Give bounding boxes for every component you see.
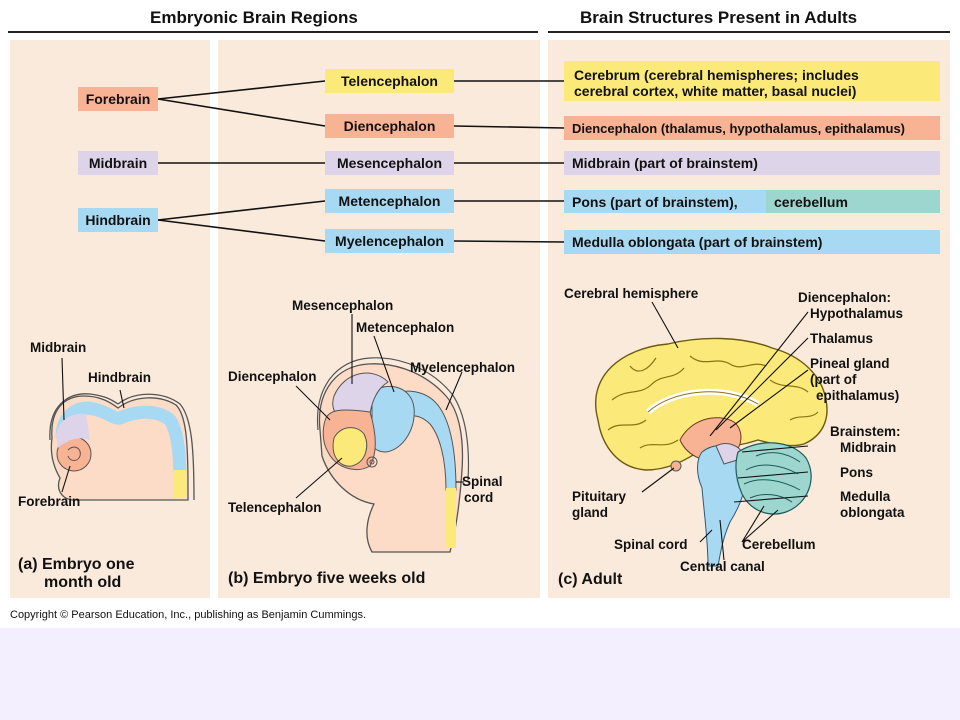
adult-cerebellum-label: Cerebellum: [742, 537, 816, 552]
thalamus-label: Thalamus: [810, 331, 874, 346]
caption-a-line2: month old: [44, 574, 122, 591]
telencephalon-box: Telencephalon: [325, 69, 454, 93]
embryo-a-forebrain-label: Forebrain: [18, 494, 81, 509]
brainstem-line1: Brainstem:: [830, 424, 901, 439]
medulla-box: Medulla oblongata (part of brainstem): [564, 230, 940, 254]
embryo-b-spinal-line2: cord: [464, 490, 494, 505]
pineal-line2: (part of: [810, 372, 857, 387]
caption-a: (a) Embryo one month old: [18, 556, 134, 592]
header-embryonic: Embryonic Brain Regions: [150, 8, 358, 27]
cerebrum-line2: cerebral cortex, white matter, basal nuc…: [574, 83, 857, 99]
caption-b: (b) Embryo five weeks old: [228, 570, 426, 587]
embryo-b-telencephalon-label: Telencephalon: [228, 500, 322, 515]
pituitary-line2: gland: [572, 505, 608, 520]
pituitary-gland-label: Pituitary gland: [572, 489, 626, 521]
copyright-notice: Copyright © Pearson Education, Inc., pub…: [10, 609, 367, 621]
midbrain-box: Midbrain: [78, 151, 158, 175]
adult-diencephalon-line1: Diencephalon:: [798, 290, 892, 305]
medulla-line1: Medulla: [840, 489, 891, 504]
diencephalon-box: Diencephalon: [325, 114, 454, 138]
embryo-b-myelencephalon-label: Myelencephalon: [410, 360, 516, 375]
pituitary-line1: Pituitary: [572, 489, 627, 504]
embryo-b-metencephalon-label: Metencephalon: [356, 320, 455, 335]
caption-c: (c) Adult: [558, 571, 623, 588]
pons-box: Pons (part of brainstem),: [564, 190, 766, 213]
cerebellum-box: cerebellum: [766, 190, 940, 213]
cerebrum-box: Cerebrum (cerebral hemispheres; includes…: [564, 61, 940, 101]
adult-diencephalon-label: Diencephalon: Hypothalamus: [798, 290, 903, 322]
header-rule-left: [8, 31, 538, 33]
medulla-line2: oblongata: [840, 505, 905, 520]
brainstem-line2: Midbrain: [840, 440, 897, 455]
metencephalon-box: Metencephalon: [325, 189, 454, 213]
adult-pons-label: Pons: [840, 465, 874, 480]
pineal-gland-label: Pineal gland (part of epithalamus): [810, 356, 899, 404]
adult-midbrain-box: Midbrain (part of brainstem): [564, 151, 940, 175]
bottom-band: [0, 628, 960, 720]
brainstem-label: Brainstem: Midbrain: [830, 424, 901, 456]
cerebrum-line1: Cerebrum (cerebral hemispheres; includes: [574, 67, 859, 83]
mesencephalon-box: Mesencephalon: [325, 151, 454, 175]
embryo-b-spinal-line1: Spinal: [462, 474, 503, 489]
header-adult: Brain Structures Present in Adults: [580, 8, 858, 27]
pineal-line3: epithalamus): [816, 388, 900, 403]
spinal-cord-label: Spinal cord: [614, 537, 688, 552]
adult-diencephalon-line2: Hypothalamus: [810, 306, 904, 321]
hindbrain-box: Hindbrain: [78, 208, 158, 232]
embryo-a-midbrain-label: Midbrain: [30, 340, 87, 355]
adult-medulla-label: Medulla oblongata: [840, 489, 905, 521]
embryo-a-hindbrain-label: Hindbrain: [88, 370, 151, 385]
header-rule-right: [548, 31, 950, 33]
panel-embryo-one-month: [10, 40, 210, 598]
embryo-b-mesencephalon-label: Mesencephalon: [292, 298, 394, 313]
embryo-b-diencephalon-label: Diencephalon: [228, 369, 317, 384]
embryo-b-spinal-cord-label: Spinal cord: [462, 474, 503, 506]
myelencephalon-box: Myelencephalon: [325, 229, 454, 253]
adult-diencephalon-box: Diencephalon (thalamus, hypothalamus, ep…: [564, 116, 940, 140]
cerebral-hemisphere-label: Cerebral hemisphere: [564, 286, 699, 301]
pineal-line1: Pineal gland: [810, 356, 890, 371]
central-canal-label: Central canal: [680, 559, 765, 574]
forebrain-box: Forebrain: [78, 87, 158, 111]
caption-a-line1: (a) Embryo one: [18, 556, 135, 573]
